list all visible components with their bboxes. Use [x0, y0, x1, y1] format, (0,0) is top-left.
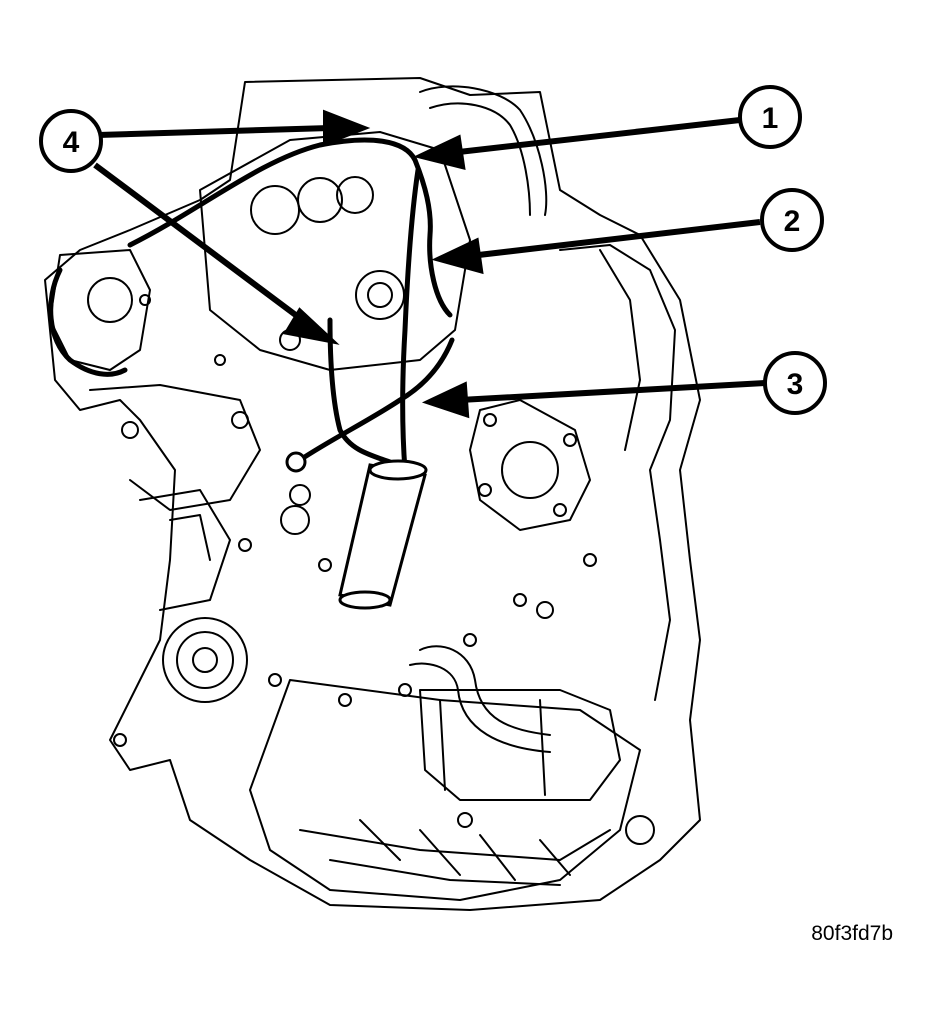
starter-motor — [419, 689, 621, 801]
leader-arrow-2 — [469, 219, 761, 259]
purge-canister — [338, 459, 428, 610]
crank-pulley — [162, 617, 248, 703]
callout-number-1: 1 — [762, 102, 779, 135]
callout-number-4: 4 — [63, 126, 80, 159]
leader-arrow-1 — [449, 117, 741, 156]
callout-number-3: 3 — [787, 368, 804, 401]
callout-3: 3 — [763, 351, 827, 415]
callout-4: 4 — [39, 109, 103, 173]
figure-code: 80f3fd7b — [811, 922, 893, 945]
oil-pan — [249, 679, 641, 901]
leader-arrow-4b — [93, 162, 307, 325]
engine-block-drawing — [44, 77, 701, 911]
vacuum-lines — [48, 137, 455, 473]
callout-1: 1 — [738, 85, 802, 149]
callout-2: 2 — [760, 188, 824, 252]
callout-number-2: 2 — [784, 205, 801, 238]
leader-arrow-3 — [459, 380, 766, 403]
leader-arrow-4a — [97, 125, 331, 138]
leader-arrows — [93, 109, 766, 419]
hose-fitting — [285, 451, 307, 473]
